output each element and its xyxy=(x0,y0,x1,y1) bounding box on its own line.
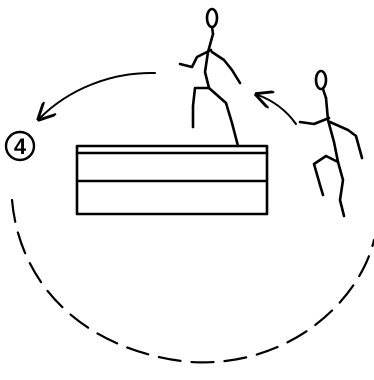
stepping-figure-head xyxy=(316,71,326,89)
running-figure xyxy=(180,9,240,146)
running-figure-leg-right xyxy=(209,88,238,146)
stepping-figure-torso xyxy=(326,98,338,162)
motion-arrow-right xyxy=(258,95,296,124)
running-figure-arm-right xyxy=(212,52,240,83)
stepping-figure-leg-left xyxy=(314,156,338,195)
running-figure-torso xyxy=(205,34,213,88)
box-block xyxy=(77,146,267,214)
stepping-figure-leg-right xyxy=(338,162,344,216)
return-path-dashed xyxy=(12,200,374,362)
stepping-figure xyxy=(300,71,362,216)
step-number-badge: 4 xyxy=(6,132,34,160)
running-figure-leg-left xyxy=(193,88,209,127)
step-number-label: 4 xyxy=(14,134,27,159)
motion-arrow-left xyxy=(40,73,155,118)
running-figure-head xyxy=(207,9,217,27)
stepping-figure-arm-left xyxy=(300,118,329,124)
